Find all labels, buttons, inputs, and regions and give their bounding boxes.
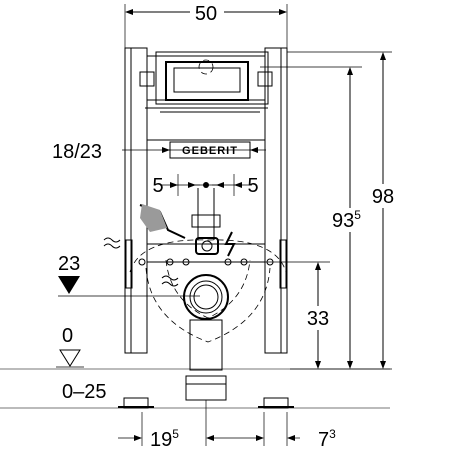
brand-label: GEBERIT bbox=[182, 145, 238, 157]
dim-right-offset-label: 5 bbox=[247, 175, 258, 197]
dim-bracket-spacing: 18/23 bbox=[52, 141, 266, 163]
dim-floor-range: 0–25 bbox=[62, 381, 107, 403]
installation-frame bbox=[118, 47, 294, 409]
water-supply-icon bbox=[103, 237, 121, 249]
dim-drain-height-left: 23 bbox=[58, 253, 200, 297]
dim-top-width: 50 bbox=[124, 1, 288, 48]
flush-pipe bbox=[139, 188, 221, 255]
water-supply-icon-lower bbox=[161, 275, 179, 287]
dim-bottom-left-label: 195 bbox=[150, 427, 179, 450]
dim-floor-level-label: 0 bbox=[62, 325, 73, 347]
toilet-pan-outline bbox=[129, 239, 287, 343]
dim-frame-height-sup: 5 bbox=[354, 208, 361, 222]
drain-outlet bbox=[183, 274, 229, 401]
dim-bottom-left-main: 19 bbox=[150, 429, 172, 450]
dim-heights-right: 98 935 bbox=[260, 51, 398, 370]
dim-floor-range-label: 0–25 bbox=[62, 381, 107, 403]
dim-drain-height-right-label: 33 bbox=[307, 308, 329, 330]
dim-floor-level: 0 bbox=[56, 325, 84, 368]
dim-bottom: 195 73 bbox=[118, 400, 336, 450]
dim-bottom-right-label: 73 bbox=[318, 427, 336, 450]
floor-lines bbox=[0, 368, 390, 409]
dim-frame-height-label: 935 bbox=[332, 208, 361, 232]
dim-center-offsets: 5 5 bbox=[152, 174, 259, 197]
utility-symbols bbox=[103, 231, 236, 287]
dim-bottom-right-main: 7 bbox=[318, 429, 329, 450]
dim-bottom-left-sup: 5 bbox=[172, 427, 179, 441]
dim-bottom-right-sup: 3 bbox=[329, 427, 336, 441]
dim-frame-height-main: 93 bbox=[332, 210, 354, 232]
dim-bracket-spacing-label: 18/23 bbox=[52, 141, 102, 163]
dim-drain-height-right: 33 bbox=[235, 261, 334, 369]
dim-left-offset-label: 5 bbox=[152, 175, 163, 197]
dim-top-width-label: 50 bbox=[195, 3, 217, 25]
power-supply-icon bbox=[224, 231, 236, 257]
dim-drain-height-left-label: 23 bbox=[58, 253, 80, 275]
dim-total-height-label: 98 bbox=[372, 186, 394, 208]
